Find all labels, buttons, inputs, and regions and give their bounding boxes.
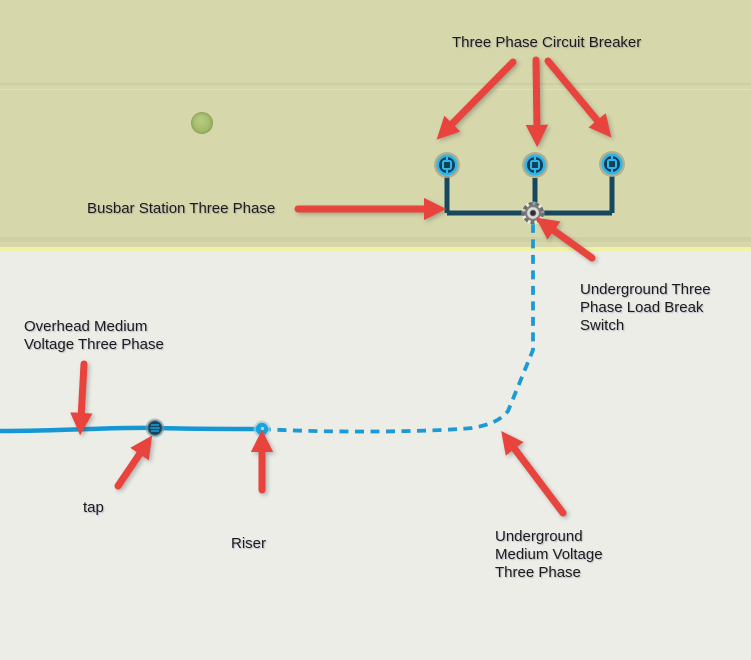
label-tap: tap xyxy=(83,499,104,516)
riser-highlight xyxy=(260,426,265,431)
parcel-yellow-stripe xyxy=(0,247,751,251)
red-arrow-icon xyxy=(501,431,567,517)
label-overhead-mv: Overhead Medium Voltage Three Phase xyxy=(24,318,164,353)
red-arrow-icon xyxy=(436,58,517,140)
annotation-arrows xyxy=(70,56,612,517)
parcel-edge-band xyxy=(0,237,751,242)
label-load-break-switch: Underground Three Phase Load Break Switc… xyxy=(580,281,711,334)
breaker-icon[interactable] xyxy=(522,152,548,178)
label-three-phase-circuit-breaker: Three Phase Circuit Breaker xyxy=(452,34,642,51)
riser-dot-icon[interactable] xyxy=(253,420,271,438)
red-arrow-icon xyxy=(114,435,153,490)
gear-ring xyxy=(527,207,539,219)
red-arrow-icon xyxy=(535,217,596,262)
underground-mv-line[interactable] xyxy=(261,222,535,434)
tree-icon xyxy=(191,112,213,134)
red-arrow-icon xyxy=(70,360,93,436)
tap-icon[interactable] xyxy=(145,418,165,438)
label-busbar-station: Busbar Station Three Phase xyxy=(87,200,276,217)
label-underground-mv: Underground Medium Voltage Three Phase xyxy=(495,528,603,581)
breaker-icon[interactable] xyxy=(599,151,625,177)
breaker-icons xyxy=(434,151,625,178)
breaker-icon[interactable] xyxy=(434,152,460,178)
parcel-boundary-line xyxy=(0,83,751,85)
gear-icon[interactable] xyxy=(521,201,545,225)
red-arrow-icon xyxy=(525,56,549,148)
parcel-boundary-line xyxy=(0,89,751,90)
gear-teeth xyxy=(521,201,545,225)
overhead-mv-line[interactable] xyxy=(0,425,263,434)
label-riser: Riser xyxy=(231,535,267,552)
gear-center xyxy=(530,210,536,216)
tap-glyph xyxy=(150,424,160,432)
red-arrow-icon xyxy=(544,57,612,138)
